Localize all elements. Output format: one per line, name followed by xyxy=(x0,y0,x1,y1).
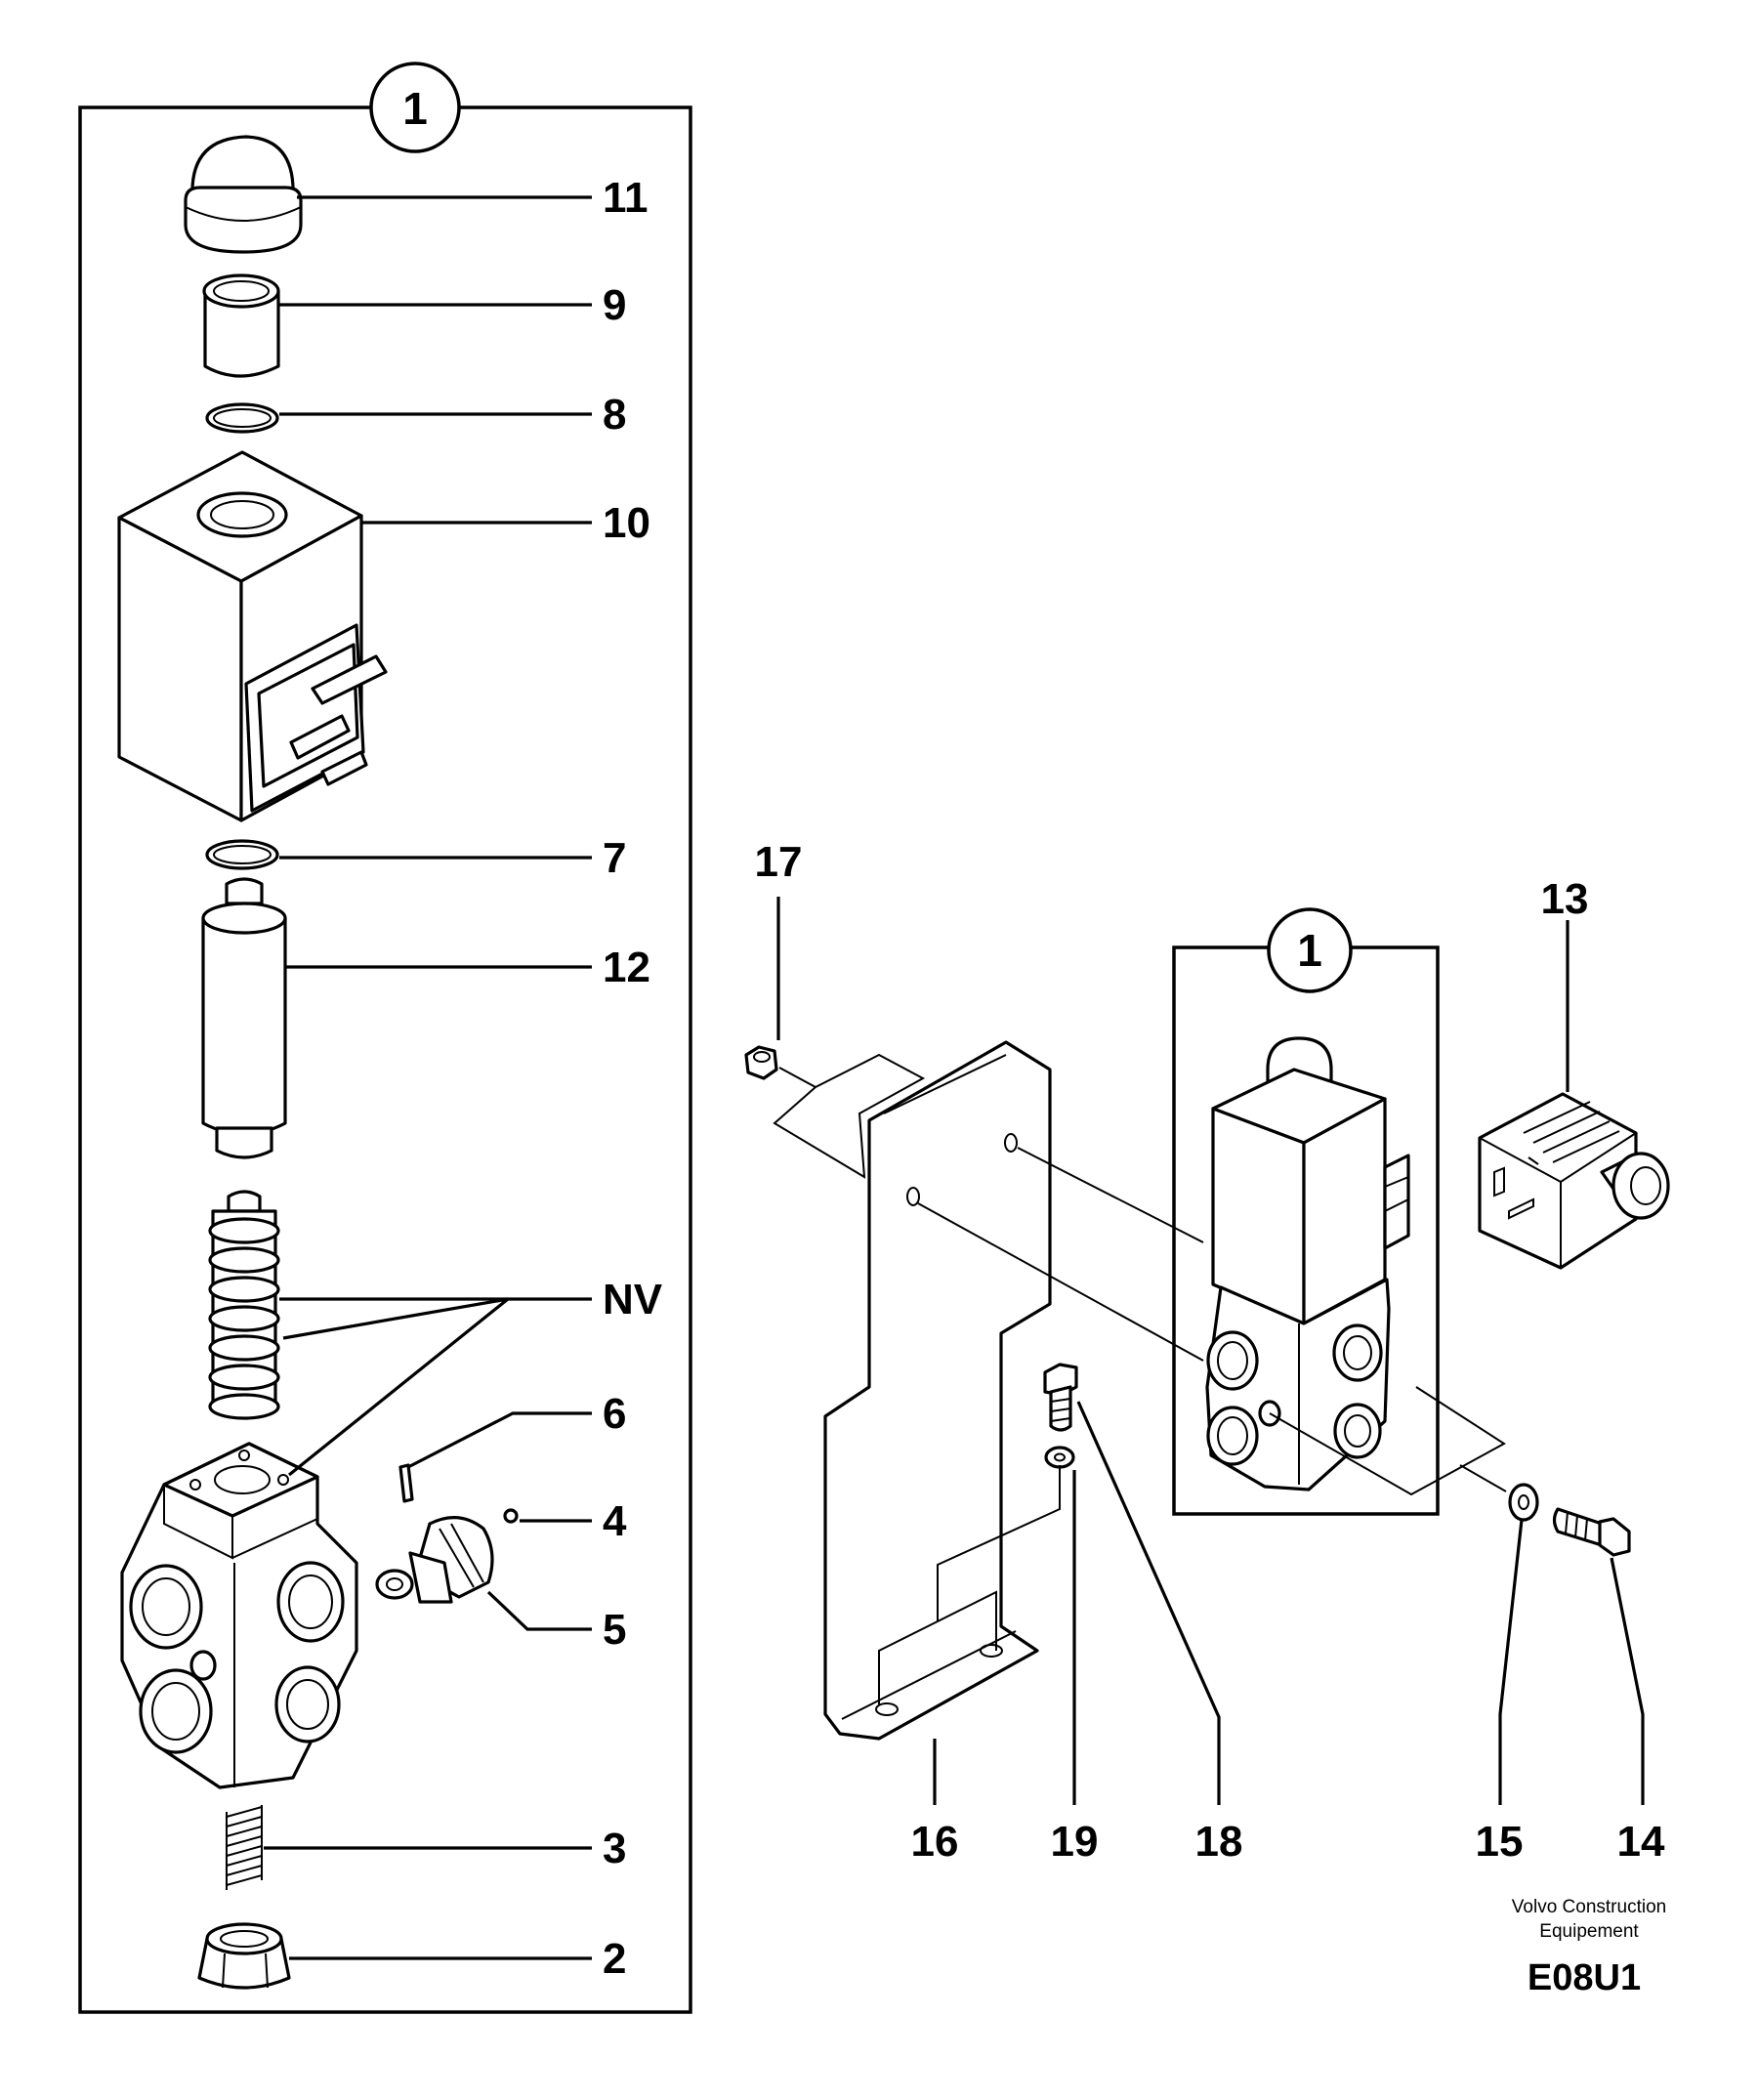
callout-5: 5 xyxy=(603,1606,626,1654)
part-19-washer xyxy=(1044,1446,1075,1469)
assembly-ref-label-right: 1 xyxy=(1297,925,1322,976)
right-assembly-frame: 1 xyxy=(1172,907,1440,1516)
part-14-bolt xyxy=(1552,1507,1631,1557)
assembly-ref-circle-left xyxy=(369,62,461,153)
callout-nv: NV xyxy=(603,1276,663,1323)
part-nv-valve-body xyxy=(120,1442,358,1789)
assembly-ref-label-left: 1 xyxy=(402,83,428,134)
left-assembly-frame: 1 xyxy=(78,62,692,2014)
part-2-plug xyxy=(197,1922,291,1990)
part-13-connector xyxy=(1478,1092,1670,1270)
callout-17: 17 xyxy=(755,838,803,886)
callout-19: 19 xyxy=(1051,1818,1099,1866)
leader-lines-right xyxy=(776,897,1645,1805)
callouts-right: 17 13 16 19 18 15 14 xyxy=(755,838,1665,1866)
callout-7: 7 xyxy=(603,834,626,882)
callouts-left: 11 9 8 10 7 12 NV 6 4 5 3 2 xyxy=(603,174,663,1983)
callout-4: 4 xyxy=(603,1497,627,1545)
callout-15: 15 xyxy=(1476,1818,1524,1866)
part-5-check-plug xyxy=(375,1516,494,1604)
brand-line-2: Equipement xyxy=(1539,1921,1639,1942)
callout-11: 11 xyxy=(603,174,649,222)
part-3-spring xyxy=(226,1805,263,1890)
part-9-sleeve xyxy=(202,273,280,378)
callout-10: 10 xyxy=(603,499,650,547)
callout-9: 9 xyxy=(603,281,626,329)
drawing-code: E08U1 xyxy=(1528,1957,1641,1998)
assembly-ref-circle-right xyxy=(1267,907,1353,993)
part-8-o-ring xyxy=(205,402,279,434)
part-6-pin xyxy=(398,1463,414,1503)
callout-12: 12 xyxy=(603,944,650,991)
part-nv-spool xyxy=(208,1190,280,1420)
part-11-cap xyxy=(184,135,303,254)
callout-13: 13 xyxy=(1541,875,1589,923)
part-17-nut xyxy=(744,1045,778,1080)
callout-16: 16 xyxy=(911,1818,959,1866)
part-7-o-ring xyxy=(205,839,279,870)
part-18-bolt xyxy=(1043,1363,1078,1432)
part-15-washer xyxy=(1508,1483,1539,1522)
callout-8: 8 xyxy=(603,391,626,439)
part-1-assembled-valve xyxy=(1205,1036,1410,1491)
callout-3: 3 xyxy=(603,1825,626,1872)
callout-6: 6 xyxy=(603,1390,626,1438)
part-4-ball xyxy=(503,1508,519,1524)
callout-14: 14 xyxy=(1617,1818,1665,1866)
brand-line-1: Volvo Construction xyxy=(1512,1897,1666,1917)
callout-2: 2 xyxy=(603,1935,626,1983)
callout-18: 18 xyxy=(1195,1818,1243,1866)
projection-lines-right xyxy=(773,1053,1507,1704)
part-10-solenoid-coil xyxy=(117,450,388,822)
leader-lines-left xyxy=(264,195,592,1960)
part-12-armature-tube xyxy=(201,877,287,1159)
drawing-info-block: Volvo Construction Equipement E08U1 xyxy=(1512,1897,1666,1998)
part-16-bracket xyxy=(823,1040,1052,1741)
